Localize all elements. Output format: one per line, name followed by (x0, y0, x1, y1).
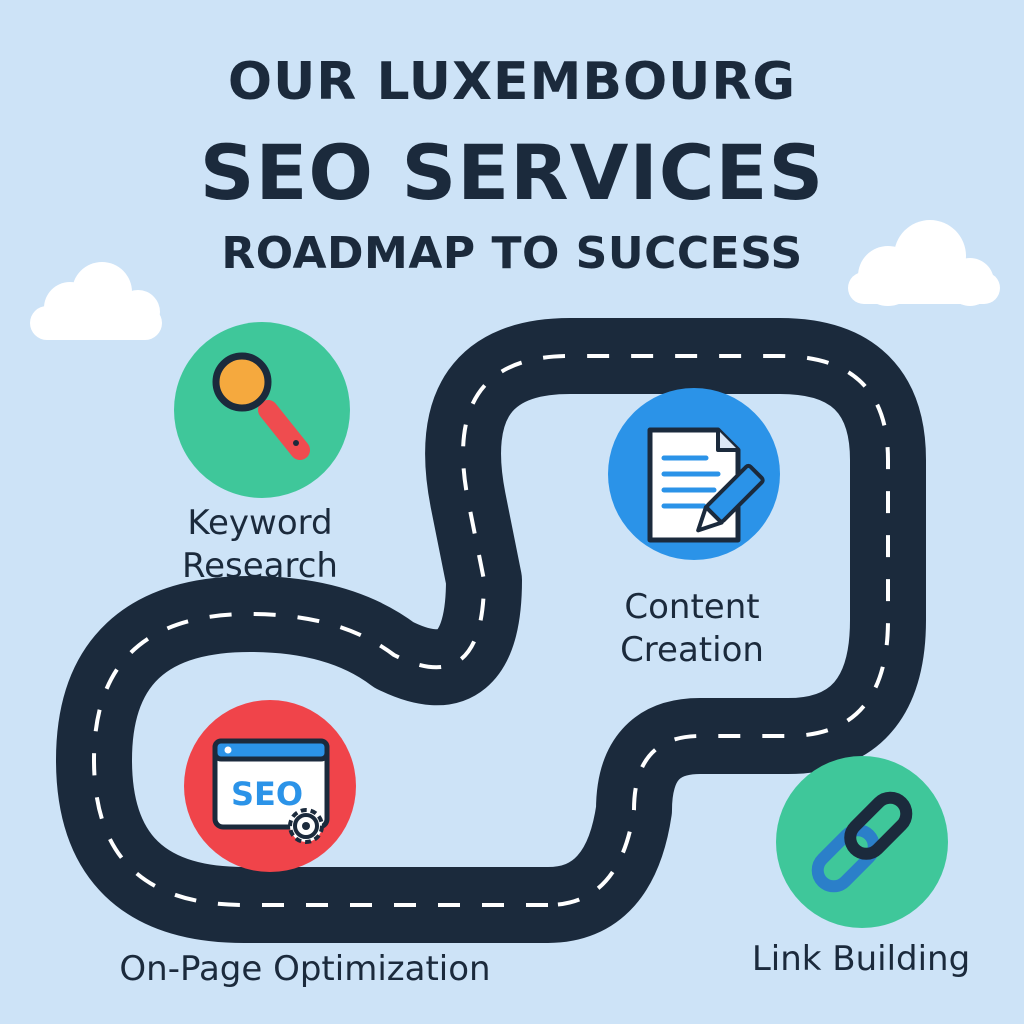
keyword-research-label-line-1: Keyword (187, 503, 333, 543)
magnifying-glass-icon (212, 352, 310, 460)
title-line-1: OUR LUXEMBOURG (227, 52, 797, 112)
seo-badge-text: SEO (231, 775, 303, 813)
seo-browser-gear-icon: SEO (212, 738, 330, 844)
link-building-label: Link Building (751, 939, 971, 979)
document-pencil-icon (647, 427, 765, 543)
title-line-3: ROADMAP TO SUCCESS (221, 228, 803, 279)
title-line-2: SEO SERVICES (199, 128, 825, 217)
content-creation-label-line-2: Creation (620, 630, 764, 670)
onpage-optimization-badge: SEO (184, 700, 356, 872)
road-center-dashes (92, 354, 890, 907)
link-building-badge (776, 756, 948, 928)
content-creation-label-line-1: Content (624, 587, 760, 627)
gear-icon (288, 808, 324, 844)
keyword-research-label-line-2: Research (182, 546, 338, 586)
content-creation-label: Content Creation (572, 586, 812, 672)
onpage-optimization-label: On-Page Optimization (119, 949, 491, 989)
cloud-left (30, 262, 162, 340)
cloud-right (848, 220, 1000, 306)
chain-link-icon (811, 791, 913, 893)
content-creation-badge (608, 388, 780, 560)
keyword-research-badge (174, 322, 350, 498)
keyword-research-label: Keyword Research (140, 502, 380, 588)
